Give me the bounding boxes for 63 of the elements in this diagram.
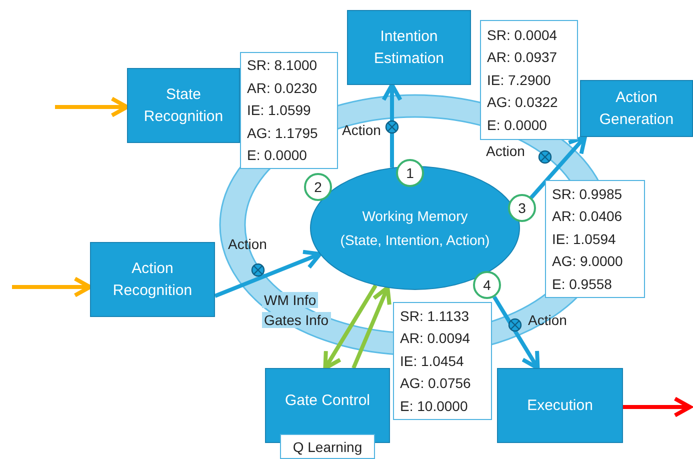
process-box — [127, 68, 240, 143]
value-text: AG: 9.0000 — [552, 252, 623, 272]
value-text: SR: 0.9985 — [552, 184, 622, 204]
value-text: AR: 0.0937 — [487, 48, 558, 68]
value-panel — [240, 52, 338, 169]
arrow — [352, 286, 392, 369]
value-text: E: 10.0000 — [400, 396, 468, 416]
method-label: Q Learning — [292, 438, 362, 454]
box-label: Gate Control — [284, 390, 370, 410]
value-text: AR: 0.0094 — [400, 329, 470, 348]
arrow — [382, 82, 402, 168]
step-number: 1 — [406, 165, 414, 181]
edge-label: Action — [228, 236, 267, 252]
info-label: Gates Info — [262, 312, 331, 328]
step-number: 4 — [483, 277, 491, 293]
process-box — [265, 368, 390, 443]
value-text: E: 0.0000 — [487, 116, 547, 135]
arrow — [55, 96, 129, 118]
process-box — [347, 10, 471, 85]
value-text: IE: 7.2900 — [487, 70, 551, 90]
arrow — [214, 250, 322, 298]
arrow — [530, 134, 587, 199]
step-number-circle — [473, 271, 501, 299]
box-label: Action Generation — [598, 88, 675, 130]
box-label: Execution — [527, 396, 593, 416]
edge-label: Action — [342, 122, 381, 138]
memory-label: Working Memory — [362, 207, 468, 226]
value-panel — [480, 20, 578, 140]
arrow — [622, 396, 692, 418]
box-label: Action Recognition — [112, 258, 194, 300]
step-number: 2 — [314, 179, 322, 195]
process-box — [580, 80, 693, 137]
step-number-circle — [508, 194, 536, 222]
info-label: WM Info — [262, 292, 318, 308]
step-number-circle — [304, 173, 332, 201]
arrow — [323, 284, 378, 370]
step-number: 3 — [518, 200, 526, 216]
edge-label: Action — [528, 312, 567, 328]
box-label: Intention Estimation — [372, 26, 446, 68]
value-text: E: 0.0000 — [247, 146, 307, 166]
value-text: AG: 1.1795 — [247, 124, 318, 143]
value-text: IE: 1.0599 — [247, 101, 311, 120]
value-text: AG: 0.0322 — [487, 93, 558, 112]
value-panel — [545, 180, 645, 298]
process-box — [497, 368, 623, 443]
process-box — [90, 242, 215, 317]
value-text: IE: 1.0454 — [400, 352, 464, 371]
value-text: AR: 0.0406 — [552, 207, 622, 226]
value-text: SR: 1.1133 — [400, 306, 470, 326]
method-tag — [280, 434, 375, 459]
value-panel — [393, 302, 492, 420]
value-text: AG: 0.0756 — [400, 374, 471, 394]
value-text: E: 0.9558 — [552, 274, 612, 294]
arrow — [492, 296, 540, 370]
edge-label: Action — [486, 143, 525, 159]
step-number-circle — [396, 159, 424, 187]
value-text: SR: 8.1000 — [247, 56, 318, 76]
box-label: State Recognition — [142, 84, 224, 126]
arrow — [12, 276, 92, 298]
value-text: IE: 1.0594 — [552, 230, 616, 249]
memory-label: (State, Intention, Action) — [340, 231, 490, 250]
value-text: SR: 0.0004 — [487, 26, 558, 45]
value-text: AR: 0.0230 — [247, 78, 318, 98]
